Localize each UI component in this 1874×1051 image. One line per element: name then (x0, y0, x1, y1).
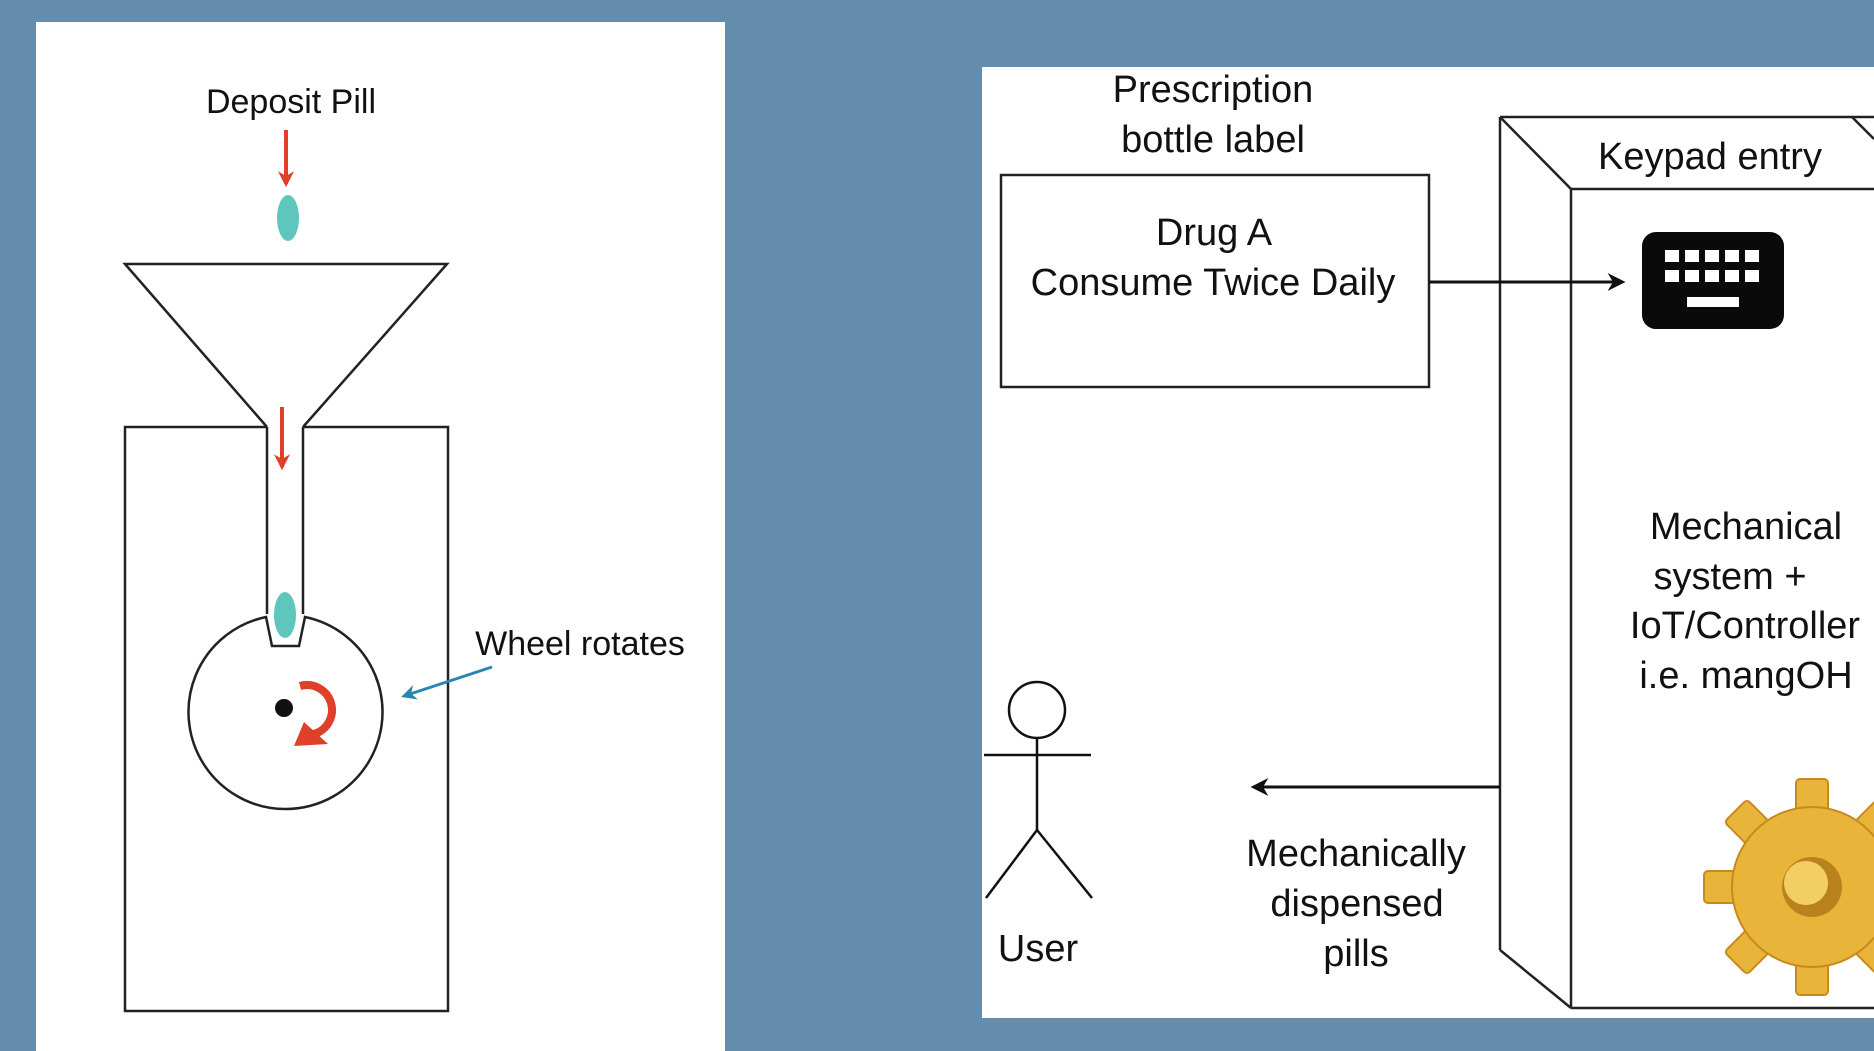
drug-name: Drug A (1156, 212, 1273, 254)
dispensed-label-line2: dispensed (1270, 883, 1443, 925)
housing-box (123, 425, 450, 1013)
mechanism-diagram-panel: Deposit Pill Wheel rotates (36, 22, 725, 1051)
system-diagram-panel: Prescription bottle label Drug A Consume… (982, 67, 1874, 1018)
wheel-pointer-arrow (401, 665, 493, 700)
system-description-line2: system + (1653, 556, 1806, 598)
wheel-axle (275, 699, 293, 717)
rotation-arrow-icon (294, 681, 336, 746)
prescription-label-title-line1: Prescription (1113, 69, 1314, 111)
user-label: User (998, 928, 1079, 970)
falling-pill (277, 195, 299, 241)
system-description-line1: Mechanical (1650, 506, 1842, 548)
wheel-rotates-label: Wheel rotates (475, 625, 685, 663)
keyboard-icon (1642, 232, 1784, 329)
prescription-label-box (999, 173, 1431, 389)
funnel-outline (122, 262, 450, 428)
device-box (1498, 115, 1874, 1010)
gear-icon (1703, 778, 1874, 996)
dosage-instruction: Consume Twice Daily (1031, 262, 1396, 304)
system-diagram: Prescription bottle label Drug A Consume… (984, 69, 1874, 1010)
dispensed-label-line1: Mechanically (1246, 833, 1466, 875)
rotating-wheel (187, 615, 384, 811)
pill-in-notch (274, 592, 296, 638)
system-description-line3: IoT/Controller (1630, 605, 1861, 647)
dispensed-label-line3: pills (1323, 933, 1388, 975)
keypad-entry-label: Keypad entry (1598, 136, 1822, 178)
prescription-label-title-line2: bottle label (1121, 119, 1305, 161)
system-description-line4: i.e. mangOH (1639, 655, 1852, 697)
stick-figure-icon (984, 680, 1093, 899)
deposit-pill-label: Deposit Pill (206, 83, 376, 121)
mechanism-diagram: Deposit Pill Wheel rotates (122, 83, 685, 1013)
